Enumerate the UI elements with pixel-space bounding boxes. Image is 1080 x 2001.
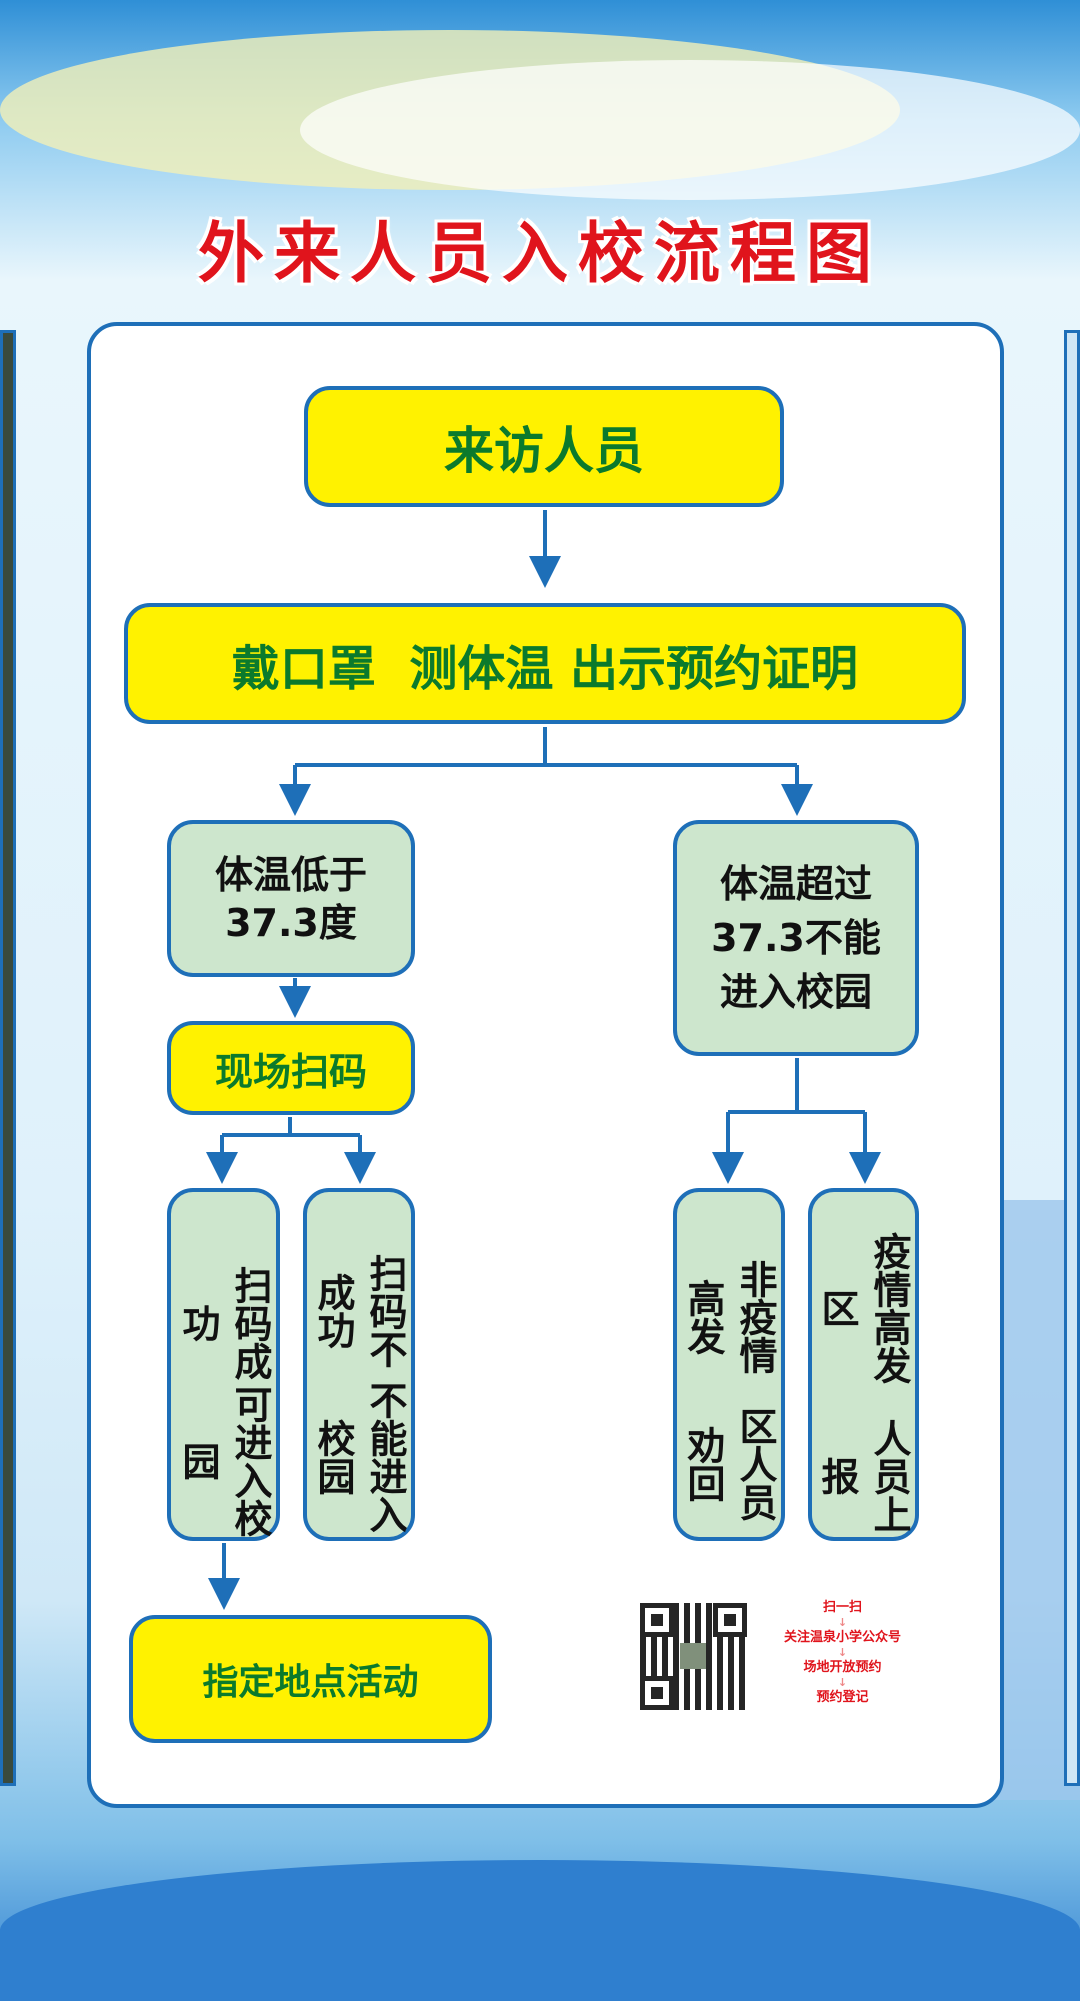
qr-finder bbox=[640, 1676, 674, 1710]
scan-fail-line1: 扫码不成功 bbox=[311, 1253, 407, 1368]
non-risk-line1: 非疫情高发 bbox=[681, 1260, 777, 1375]
step-temp-high: 体温超过 37.3不能 进入校园 bbox=[673, 820, 919, 1056]
step-scan: 现场扫码 bbox=[167, 1021, 415, 1115]
arrow-down-icon: ↓ bbox=[837, 1646, 848, 1659]
risk-line1: 疫情高发区 bbox=[815, 1232, 911, 1385]
bg-wave-white bbox=[300, 60, 1080, 200]
temp-high-line2: 37.3不能 bbox=[711, 916, 881, 960]
scan-ok-line2: 可进入校园 bbox=[176, 1384, 272, 1537]
qr-step-2: 关注温泉小学公众号 bbox=[783, 1630, 901, 1645]
left-side-photo bbox=[0, 330, 16, 1786]
step-visitor-label: 来访人员 bbox=[444, 421, 644, 480]
step-non-risk: 非疫情高发 区人员劝回 bbox=[673, 1188, 785, 1541]
step-scan-fail: 扫码不成功 不能进入校园 bbox=[303, 1188, 415, 1541]
step-scan-label: 现场扫码 bbox=[214, 1049, 367, 1094]
temp-high-line3: 进入校园 bbox=[719, 970, 872, 1014]
step-visitor: 来访人员 bbox=[304, 386, 784, 507]
qr-step-4: 预约登记 bbox=[816, 1690, 869, 1705]
temp-low-line1: 体温低于 bbox=[214, 852, 367, 897]
arrow-split-scan bbox=[220, 1117, 362, 1165]
right-side-panel bbox=[1064, 330, 1080, 1786]
arrow-down-icon: ↓ bbox=[837, 1676, 848, 1689]
step-scan-ok: 扫码成功 可进入校园 bbox=[167, 1188, 280, 1541]
step-activity: 指定地点活动 bbox=[129, 1615, 492, 1743]
step-activity-label: 指定地点活动 bbox=[202, 1662, 419, 1703]
scan-ok-line1: 扫码成功 bbox=[176, 1266, 272, 1381]
qr-step-3: 场地开放预约 bbox=[803, 1660, 882, 1675]
qr-step-1: 扫一扫 bbox=[822, 1600, 862, 1615]
non-risk-line2: 区人员劝回 bbox=[681, 1406, 777, 1521]
step-check-label: 戴口罩 测体温 出示预约证明 bbox=[231, 640, 859, 697]
qr-finder bbox=[640, 1603, 674, 1637]
step-temp-low: 体温低于 37.3度 bbox=[167, 820, 415, 977]
qr-logo bbox=[680, 1643, 706, 1669]
arrow-down-icon: ↓ bbox=[837, 1616, 848, 1629]
temp-low-line2: 37.3度 bbox=[225, 900, 357, 945]
step-risk: 疫情高发区 人员上报 bbox=[808, 1188, 919, 1541]
qr-finder bbox=[713, 1603, 747, 1637]
scan-fail-line2: 不能进入校园 bbox=[311, 1381, 407, 1534]
qr-instructions: 扫一扫↓ 关注温泉小学公众号↓ 场地开放预约↓ 预约登记 bbox=[760, 1598, 925, 1708]
page-title: 外来人员入校流程图 bbox=[198, 215, 882, 292]
qr-code[interactable] bbox=[640, 1603, 747, 1710]
step-check: 戴口罩 测体温 出示预约证明 bbox=[124, 603, 966, 724]
risk-line2: 人员上报 bbox=[815, 1418, 911, 1533]
arrow-split-temp bbox=[293, 727, 799, 800]
temp-high-line1: 体温超过 bbox=[719, 862, 872, 906]
arrow-split-high bbox=[726, 1058, 867, 1165]
bg-wave-bottom bbox=[0, 1860, 1080, 2001]
